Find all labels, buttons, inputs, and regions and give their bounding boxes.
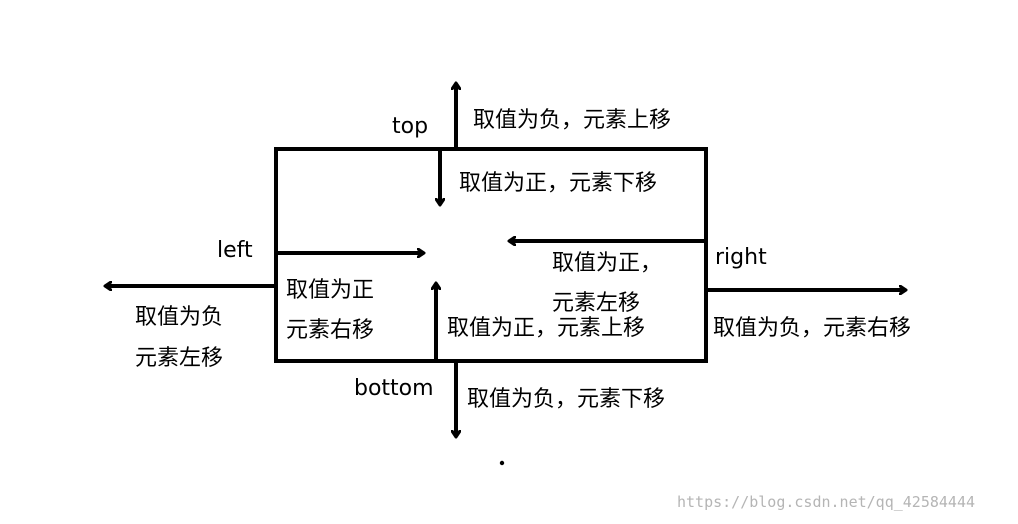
top-positive-text: 取值为正，元素下移 <box>459 171 658 196</box>
watermark: https://blog.csdn.net/qq_42584444 <box>677 493 976 511</box>
left-positive-text-line1: 取值为正 <box>286 278 375 303</box>
top-label: top <box>392 114 429 139</box>
right-negative-text: 取值为负，元素右移 <box>713 316 912 341</box>
left-positive-text-line2: 元素右移 <box>286 318 375 343</box>
right-label: right <box>715 245 767 270</box>
bottom-positive-text: 取值为正，元素上移 <box>447 316 646 341</box>
stray-dot <box>499 460 505 466</box>
bottom-negative-text: 取值为负，元素下移 <box>467 387 666 412</box>
bottom-label: bottom <box>354 376 434 401</box>
right-positive-text-line2: 元素左移 <box>552 291 641 316</box>
left-label: left <box>217 238 253 263</box>
left-negative-text-line1: 取值为负 <box>135 305 224 330</box>
top-negative-text: 取值为负，元素上移 <box>473 108 672 133</box>
left-negative-text-line2: 元素左移 <box>135 346 224 371</box>
right-positive-text-line1: 取值为正， <box>552 251 663 276</box>
